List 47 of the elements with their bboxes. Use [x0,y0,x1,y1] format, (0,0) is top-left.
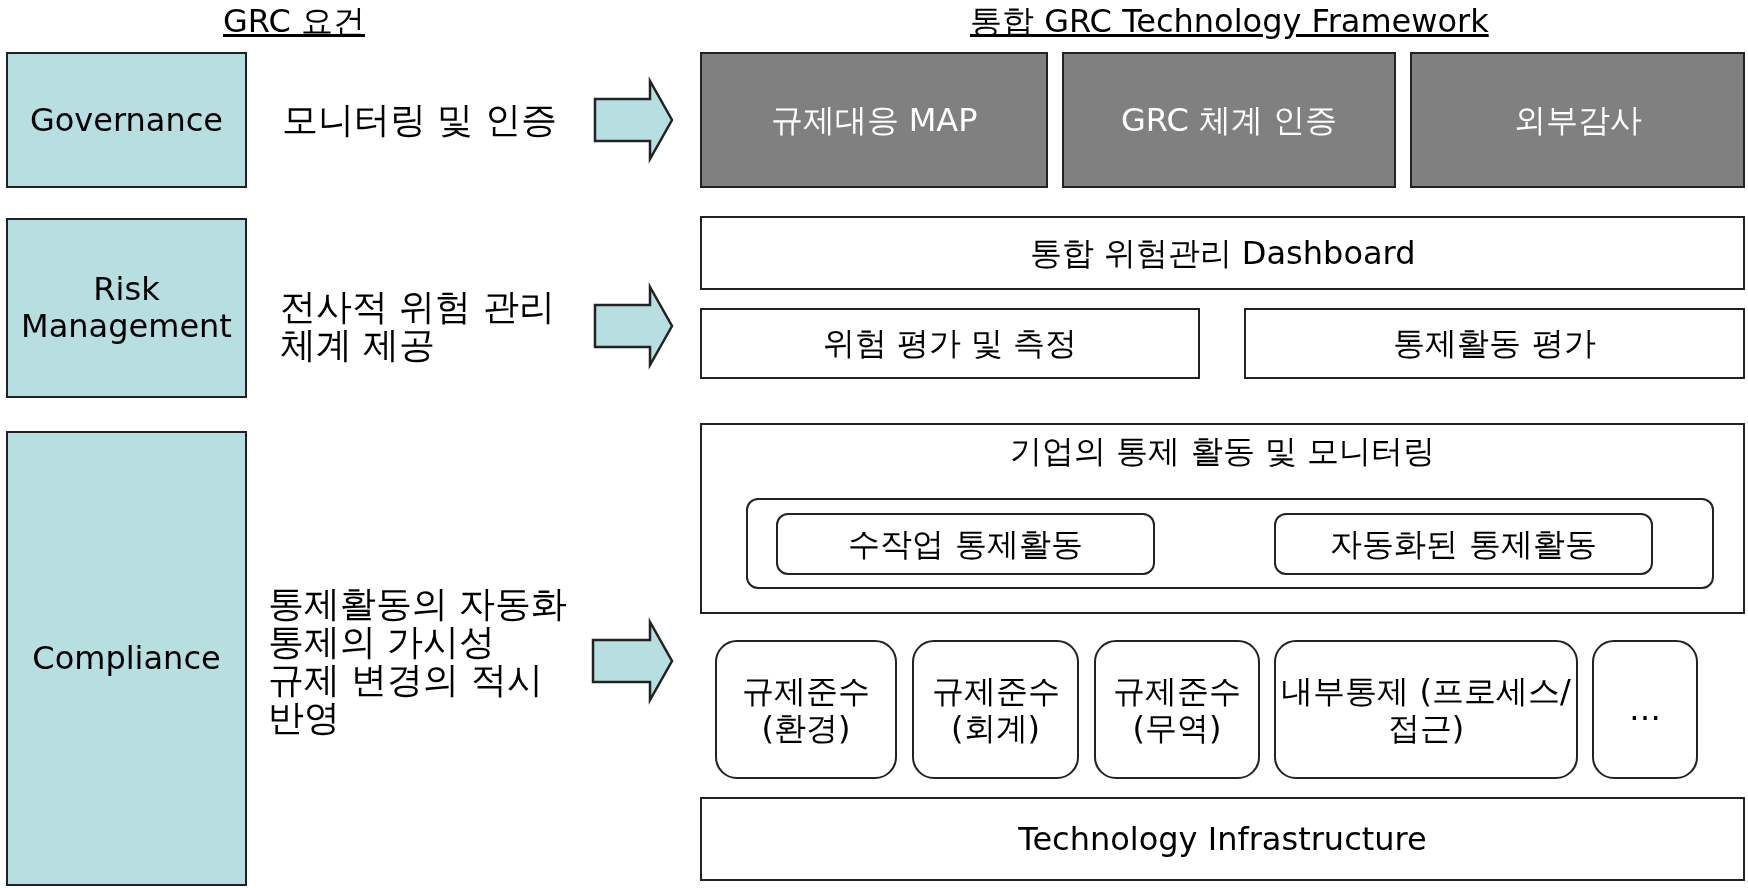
rounded-box [1274,640,1578,779]
box-label: 규제대응 MAP [770,101,978,139]
box-label: Governance [29,101,223,139]
column-heading: 통합 GRC Technology Framework [970,1,1489,42]
rounded-box [1094,640,1260,779]
box-label: Technology Infrastructure [1018,820,1427,858]
block-arrow [591,617,674,705]
block-arrow [593,76,674,164]
box-label: 규제준수 (회계) [930,672,1061,747]
box-label: 통합 위험관리 Dashboard [1029,234,1416,272]
box-label: … [1629,691,1661,728]
box-label: Compliance [32,640,221,677]
rounded-box [776,513,1155,575]
requirement-box [6,431,247,886]
box-label: 내부통제 (프로세스/접근) [1280,672,1572,747]
rounded-box [715,640,897,779]
framework-box [1410,52,1745,188]
framework-box [1244,308,1745,379]
box-label: 기업의 통제 활동 및 모니터링 [1010,433,1435,470]
box-label: 자동화된 통제활동 [1330,525,1597,563]
requirement-box [6,52,247,188]
framework-box [700,308,1200,379]
requirement-text: 전사적 위험 관리 체계 제공 [280,288,556,364]
box-outline [746,498,1714,589]
box-label: 규제준수 (환경) [741,672,871,747]
framework-box [700,797,1745,881]
box-label: GRC 체계 인증 [1120,101,1338,139]
framework-panel [700,423,1745,614]
framework-box [1062,52,1396,188]
box-label: 위험 평가 및 측정 [822,325,1078,362]
rounded-box [912,640,1079,779]
requirement-text: 규제 변경의 적시 반영 [268,661,544,737]
framework-box [700,52,1048,188]
box-label: 규제준수 (무역) [1112,672,1242,747]
requirement-text: 통제의 가시성 [268,623,496,661]
box-label: Risk Management [20,271,233,345]
block-arrow [593,282,674,370]
rounded-box [1274,513,1653,575]
framework-box [700,216,1745,290]
box-label: 수작업 통제활동 [848,525,1083,563]
box-label: 외부감사 [1513,101,1642,139]
requirement-text: 모니터링 및 인증 [282,101,557,139]
requirement-text: 통제활동의 자동화 [268,585,568,624]
box-label: 통제활동 평가 [1393,325,1596,362]
rounded-box [1592,640,1698,779]
column-heading: GRC 요건 [223,1,365,42]
requirement-box [6,218,247,398]
